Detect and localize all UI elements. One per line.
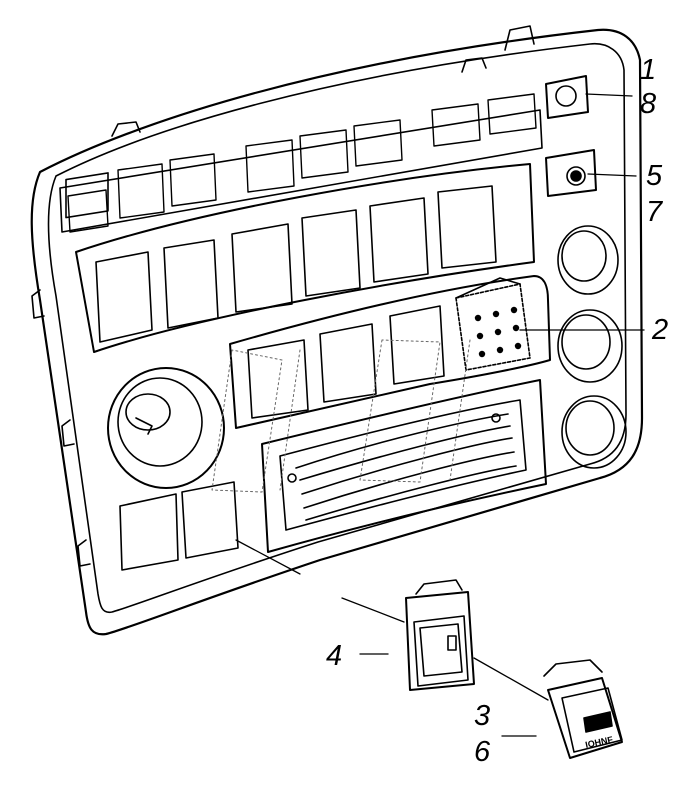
lower-left-slots	[119, 481, 239, 571]
panel-frame	[30, 25, 644, 636]
callout-6: 6	[474, 736, 491, 768]
air-vent	[261, 379, 547, 553]
leader-lines	[235, 93, 645, 737]
callout-8: 8	[640, 88, 657, 120]
small-button-middle	[545, 149, 597, 197]
round-plugs-right	[557, 225, 627, 469]
watermark-outline	[211, 339, 471, 493]
small-button-top	[545, 75, 589, 119]
lower-switch-row	[229, 275, 551, 429]
callout-1: 1	[640, 54, 657, 86]
middle-switch-row	[75, 163, 535, 353]
callout-2: 2	[652, 314, 669, 346]
rocker-switch: IOHNF	[543, 659, 623, 759]
round-control-left	[107, 367, 225, 489]
top-row-slots	[67, 93, 537, 233]
switch-housing	[405, 579, 475, 691]
nine-pin-connector	[455, 277, 531, 371]
connector-pins	[474, 306, 522, 358]
top-switch-row	[59, 109, 543, 233]
switch-face-label: IOHNF	[584, 734, 614, 750]
callout-7: 7	[646, 196, 663, 228]
callout-5: 5	[646, 160, 663, 192]
callout-3: 3	[474, 700, 491, 732]
callout-4: 4	[326, 640, 343, 672]
